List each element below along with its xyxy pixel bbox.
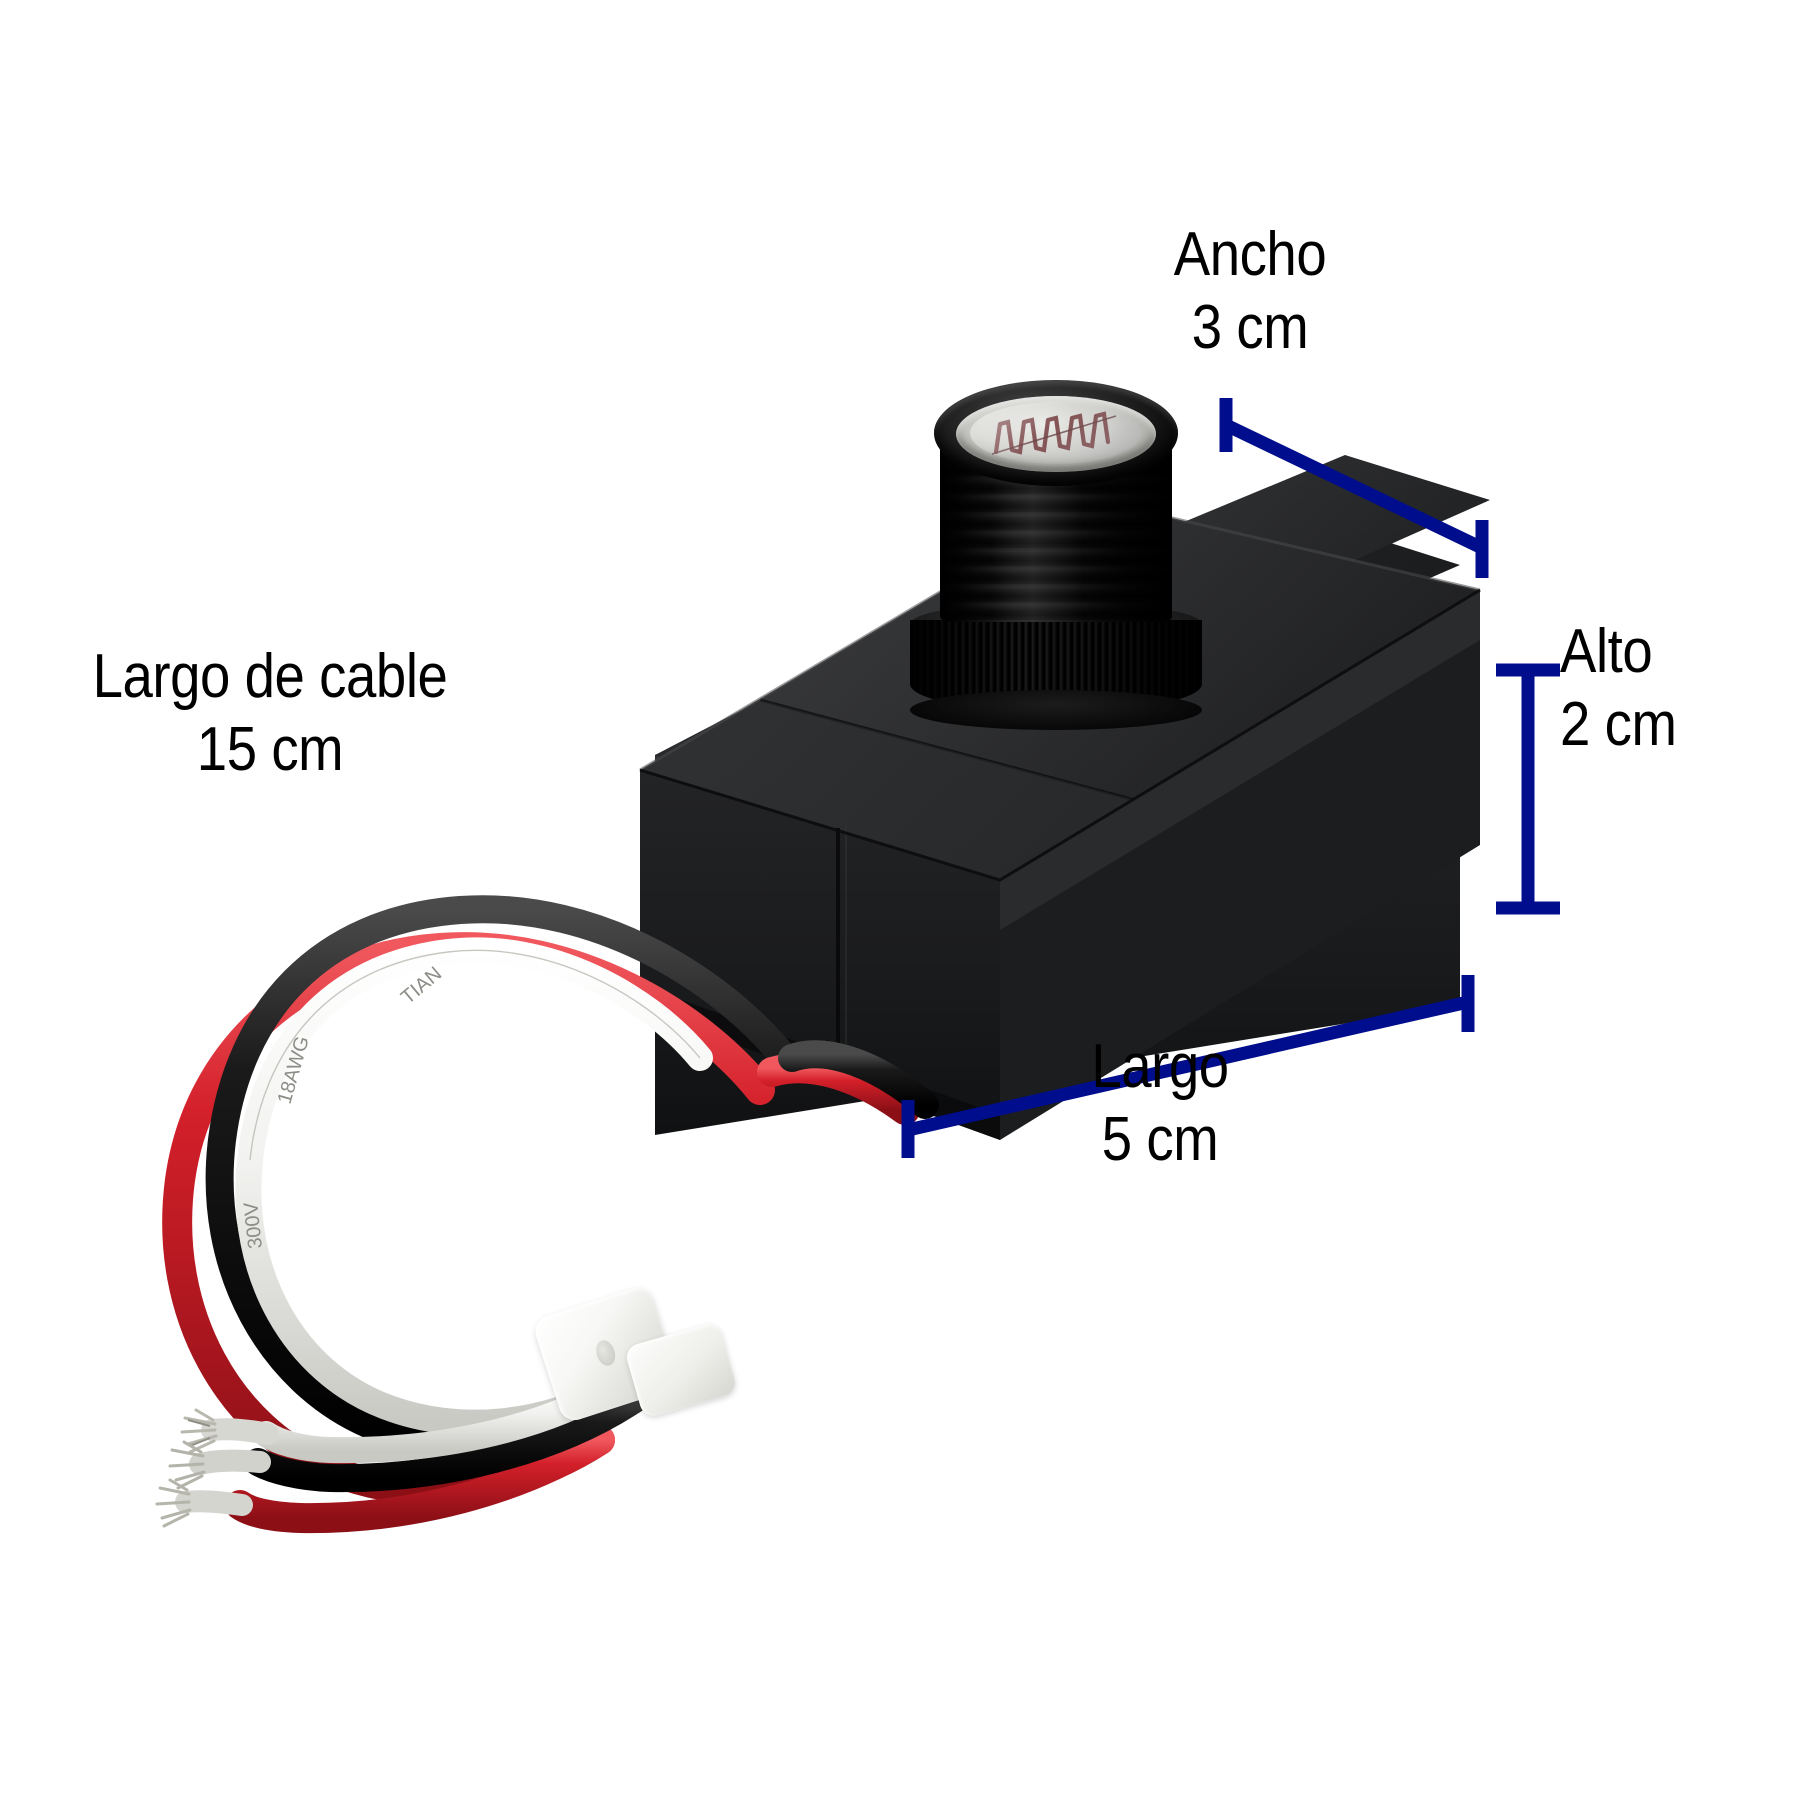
dim-label-ancho-title: Ancho (1173, 220, 1327, 289)
dim-label-largo-de-cable: Largo de cable 15 cm (81, 640, 459, 786)
dim-label-ancho: Ancho 3 cm (1118, 218, 1382, 364)
svg-text:300V: 300V (240, 1200, 267, 1249)
dim-label-largo: Largo 5 cm (1028, 1030, 1292, 1176)
wire-black-tail (244, 1384, 650, 1493)
dim-label-ancho-value: 3 cm (1191, 293, 1309, 363)
stripped-ends (155, 1408, 279, 1528)
sensor-head (910, 380, 1202, 730)
wire-red-tail (225, 1425, 615, 1534)
dim-label-alto: Alto 2 cm (1560, 615, 1780, 761)
dim-label-cable-title: Largo de cable (92, 642, 448, 711)
dim-label-largo-title: Largo (1091, 1032, 1229, 1101)
dim-label-largo-value: 5 cm (1101, 1105, 1219, 1175)
lens-dome (934, 380, 1178, 490)
dim-label-alto-title: Alto (1560, 617, 1653, 686)
dim-label-alto-value: 2 cm (1560, 690, 1677, 760)
dim-label-cable-value: 15 cm (196, 715, 344, 785)
